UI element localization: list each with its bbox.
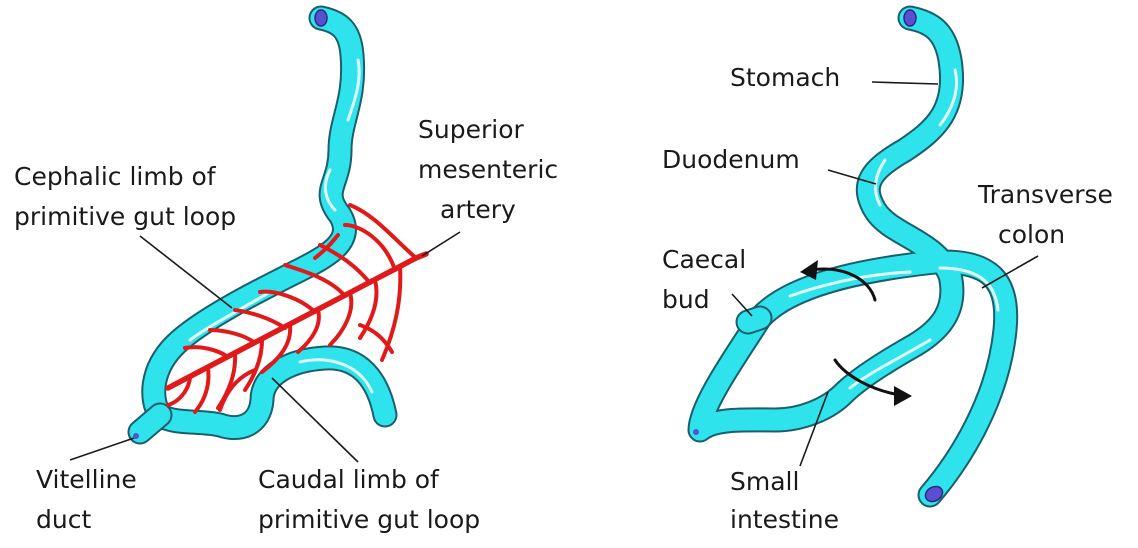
label-sma-line1: Superior bbox=[418, 115, 524, 144]
label-vitelline-line1: Vitelline bbox=[36, 465, 137, 494]
stomach-end-cap-right bbox=[904, 10, 916, 26]
label-caecal-line2: bud bbox=[662, 285, 710, 314]
appendix-tip bbox=[693, 429, 699, 435]
right-panel-rotated-gut: Stomach Duodenum Transverse colon Caecal… bbox=[662, 10, 1113, 534]
label-sma-line3: artery bbox=[440, 195, 516, 224]
label-vitelline-line2: duct bbox=[36, 505, 91, 534]
label-caudal-line1: Caudal limb of bbox=[258, 465, 440, 494]
stomach-end-cap-left bbox=[315, 10, 327, 26]
label-caecal-bud: Caecal bud bbox=[662, 245, 752, 316]
label-transverse-line2: colon bbox=[998, 220, 1065, 249]
left-panel-primitive-gut-loop: Superior mesenteric artery Cephalic limb… bbox=[14, 10, 558, 534]
label-cephalic-line2: primitive gut loop bbox=[14, 202, 236, 231]
label-duodenum: Duodenum bbox=[662, 145, 876, 184]
label-vitelline-duct: Vitelline duct bbox=[36, 438, 137, 534]
label-stomach-text: Stomach bbox=[730, 63, 840, 92]
label-sma-line2: mesenteric bbox=[418, 155, 558, 184]
label-duodenum-text: Duodenum bbox=[662, 145, 800, 174]
label-superior-mesenteric-artery: Superior mesenteric artery bbox=[418, 115, 558, 256]
label-caecal-line1: Caecal bbox=[662, 245, 746, 274]
label-transverse-line1: Transverse bbox=[977, 180, 1113, 209]
label-small-line2: intestine bbox=[730, 505, 839, 534]
label-stomach: Stomach bbox=[730, 63, 938, 92]
label-cephalic-line1: Cephalic limb of bbox=[14, 162, 217, 191]
label-cephalic-limb: Cephalic limb of primitive gut loop bbox=[14, 162, 236, 308]
label-caudal-line2: primitive gut loop bbox=[258, 505, 480, 534]
label-small-line1: Small bbox=[730, 467, 799, 496]
